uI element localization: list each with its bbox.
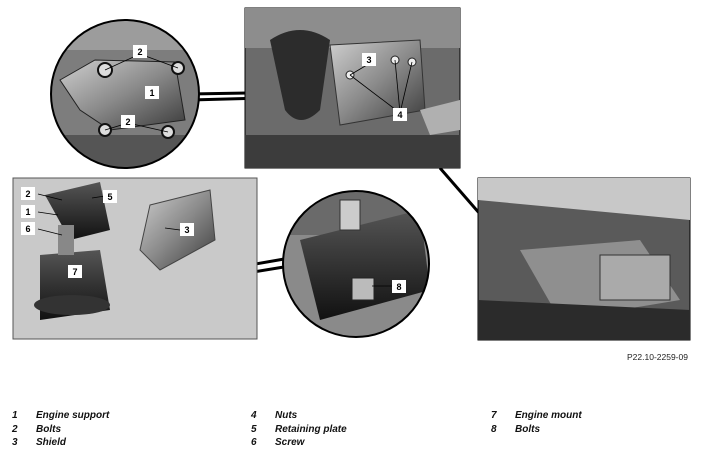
circle-detail-engine-mount [282,190,430,338]
callout-2-top: 2 [133,45,147,58]
callout-3-panel: 3 [180,223,194,236]
figure-reference: P22.10-2259-09 [627,352,688,362]
svg-text:2: 2 [125,117,130,127]
legend-label: Nuts [275,410,298,421]
callout-4: 4 [393,108,407,121]
callout-7: 7 [68,265,82,278]
legend-number: 8 [491,423,497,435]
legend-label: Bolts [36,423,61,435]
legend-number: 1 [12,410,18,421]
legend-label: Shield [36,437,67,448]
callout-5: 5 [103,190,117,203]
svg-text:7: 7 [72,267,77,277]
legend-label: Engine support [36,410,110,421]
photo-shield-nuts [244,7,461,169]
callout-6: 6 [21,222,35,235]
svg-text:3: 3 [184,225,189,235]
legend-number: 5 [251,423,257,435]
svg-text:3: 3 [366,55,371,65]
callout-2-bottom: 2 [121,115,135,128]
legend-number: 7 [491,410,497,421]
legend-item: 7 Engine mount [491,409,582,423]
legend-item: 5 Retaining plate [251,423,347,437]
legend-label: Screw [275,437,305,448]
legend-item: 2 Bolts [12,423,109,437]
svg-text:8: 8 [396,282,401,292]
legend-number: 2 [12,423,18,435]
legend-label: Bolts [515,423,540,435]
callout-1-panel: 1 [21,205,35,218]
parts-panel [12,177,258,340]
legend-column-1: 1 Engine support 2 Bolts 3 Shield [12,409,109,450]
callout-labels: 1 2 2 3 4 2 5 1 [21,45,407,293]
callout-3-photo: 3 [362,53,376,66]
svg-text:2: 2 [137,47,142,57]
svg-text:5: 5 [107,192,112,202]
photo-engine-bay [477,177,691,341]
svg-text:1: 1 [25,207,30,217]
callout-1: 1 [145,86,159,99]
legend-item: 3 Shield [12,436,109,450]
legend-number: 3 [12,437,18,448]
legend-item: 8 Bolts [491,423,582,437]
callout-8: 8 [392,280,406,293]
svg-text:6: 6 [25,224,30,234]
svg-text:2: 2 [25,189,30,199]
svg-text:4: 4 [397,110,402,120]
legend-label: Engine mount [515,410,582,421]
legend-number: 6 [251,437,257,448]
legend-number: 4 [251,410,257,421]
legend-item: 4 Nuts [251,409,347,423]
callout-2-panel: 2 [21,187,35,200]
svg-text:1: 1 [149,88,154,98]
legend-column-3: 7 Engine mount 8 Bolts [491,409,582,436]
leader-lines [37,53,413,287]
legend-column-2: 4 Nuts 5 Retaining plate 6 Screw [251,409,347,450]
circle-detail-engine-support [50,19,200,169]
legend-item: 6 Screw [251,436,347,450]
legend-item: 1 Engine support [12,409,109,423]
legend-label: Retaining plate [275,423,347,435]
